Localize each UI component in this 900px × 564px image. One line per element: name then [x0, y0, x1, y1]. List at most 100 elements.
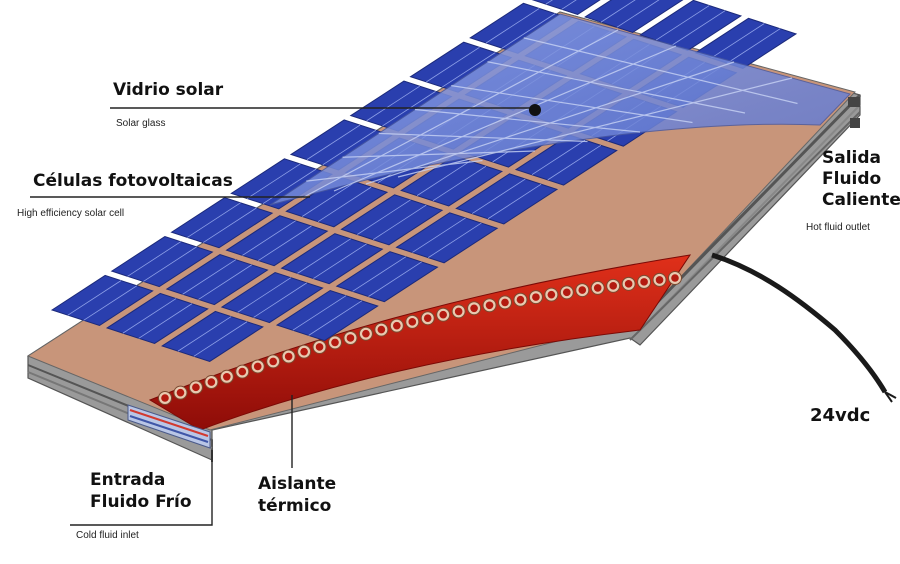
- tube-inner: [408, 318, 417, 326]
- cable-icon: [711, 252, 897, 403]
- tube-inner: [284, 352, 293, 361]
- pv-cell-busbar: [322, 129, 377, 166]
- glass-grid-line: [301, 29, 619, 199]
- glass-grid-line: [306, 159, 483, 182]
- pv-cell-busbar: [442, 52, 496, 88]
- pv-cell-busbar: [372, 204, 427, 240]
- heat-exchanger-tubes: [158, 271, 682, 405]
- pv-cell: [280, 233, 384, 285]
- solar-glass-sublabel: Solar glass: [116, 118, 166, 129]
- tube-inner: [624, 280, 633, 288]
- glass-grid-line: [397, 77, 793, 178]
- inlet-pipe: [127, 404, 211, 449]
- pv-cell-busbar: [501, 13, 556, 49]
- pv-cell-busbar: [352, 256, 406, 292]
- pv-cell-busbar: [710, 23, 765, 59]
- pv-cell-busbar: [127, 241, 181, 277]
- pv-cell-busbar: [198, 264, 252, 300]
- cold-inlet-label-line1: Entrada: [90, 470, 166, 490]
- hot-outlet-label-line2: Fluido: [822, 169, 882, 189]
- tube-inner: [192, 383, 200, 392]
- outlet-connector: [848, 97, 860, 128]
- tube-inner: [207, 378, 216, 386]
- tube-inner: [300, 347, 308, 356]
- pv-cell-busbar: [308, 300, 363, 336]
- glass-grid-line: [414, 108, 641, 133]
- pv-cell-busbar: [143, 246, 197, 282]
- pv-cell-busbar: [253, 282, 307, 318]
- glass-grid-line: [487, 61, 746, 114]
- tube-inner: [176, 388, 185, 397]
- pv-cell-busbar: [202, 207, 257, 243]
- insulation-label-line2: térmico: [258, 496, 332, 516]
- pv-cell-busbar: [655, 5, 710, 41]
- leader-lines: [30, 107, 535, 526]
- tube-inner: [547, 290, 556, 299]
- pv-cell-busbar: [368, 261, 422, 297]
- tube-inner: [470, 304, 478, 313]
- tube-inner: [439, 310, 447, 319]
- pv-cell-busbar: [301, 181, 356, 217]
- pv-cells-label: Células fotovoltaicas: [33, 171, 233, 191]
- pv-cell: [165, 253, 269, 306]
- pv-cell: [395, 212, 499, 264]
- tube-inner: [223, 372, 231, 381]
- tube-inner: [640, 278, 648, 286]
- pv-cell-busbar: [531, 139, 586, 176]
- cold-inlet-label-line2: Fluido Frío: [90, 492, 192, 512]
- solar-glass-cover: [269, 13, 851, 206]
- pv-cell-busbar: [246, 163, 301, 199]
- pv-cell-busbar: [306, 124, 361, 160]
- pv-cell: [105, 292, 209, 345]
- glass-grid-line: [378, 132, 588, 143]
- glass-grid-line: [333, 45, 677, 192]
- pv-cell-busbar: [471, 178, 526, 214]
- pv-cell-busbar: [237, 277, 292, 313]
- pv-cell-busbar: [366, 85, 420, 122]
- tube-inner: [269, 357, 277, 366]
- solar-glass-label: Vidrio solar: [113, 80, 224, 100]
- pv-cell-busbar: [313, 243, 367, 279]
- tube-inner: [362, 329, 370, 338]
- pv-cell-busbar: [547, 144, 602, 181]
- glass-grid-line: [365, 61, 735, 185]
- glass-grid-line: [342, 150, 536, 158]
- pv-cell-busbar: [432, 165, 487, 202]
- glass-grid-line: [451, 85, 693, 124]
- hot-outlet-label-line3: Caliente: [822, 190, 900, 210]
- pv-cell-busbar: [317, 186, 372, 223]
- pv-cells-sublabel: High efficiency solar cell: [17, 208, 125, 219]
- hot-outlet-label-line1: Salida: [822, 148, 882, 168]
- pv-cell-busbar: [182, 259, 237, 295]
- pv-cell-busbar: [561, 0, 577, 10]
- pv-cell-busbar: [193, 321, 248, 357]
- pv-cell-busbar: [487, 183, 542, 220]
- pv-cell-busbar: [262, 168, 317, 205]
- pv-cell-busbar: [187, 202, 241, 238]
- tube-inner: [578, 286, 587, 294]
- pv-cell-busbar: [297, 238, 351, 274]
- tube-inner: [393, 321, 401, 330]
- pointer-dot-icon: [529, 104, 541, 116]
- cold-inlet-sublabel: Cold fluid inlet: [76, 530, 139, 541]
- tube-inner: [377, 325, 386, 334]
- tube-inner: [423, 314, 432, 323]
- glass-grid-line: [523, 37, 798, 105]
- pv-cell-busbar: [357, 199, 411, 235]
- tube-inner: [516, 295, 525, 304]
- tube-inner: [253, 362, 262, 371]
- pv-cell-busbar: [242, 220, 296, 256]
- tube-inner: [346, 334, 355, 342]
- pv-cell-busbar: [416, 160, 471, 196]
- pv-cell-busbar: [726, 28, 781, 64]
- tube-inner: [593, 284, 602, 292]
- tube-inner: [315, 343, 324, 351]
- tube-inner: [161, 394, 169, 402]
- tube-inner: [238, 367, 247, 376]
- tube-inner: [563, 288, 571, 297]
- pv-cell-busbar: [485, 8, 540, 44]
- insulation-label-line1: Aislante: [258, 474, 337, 494]
- pv-cell-busbar: [671, 10, 726, 46]
